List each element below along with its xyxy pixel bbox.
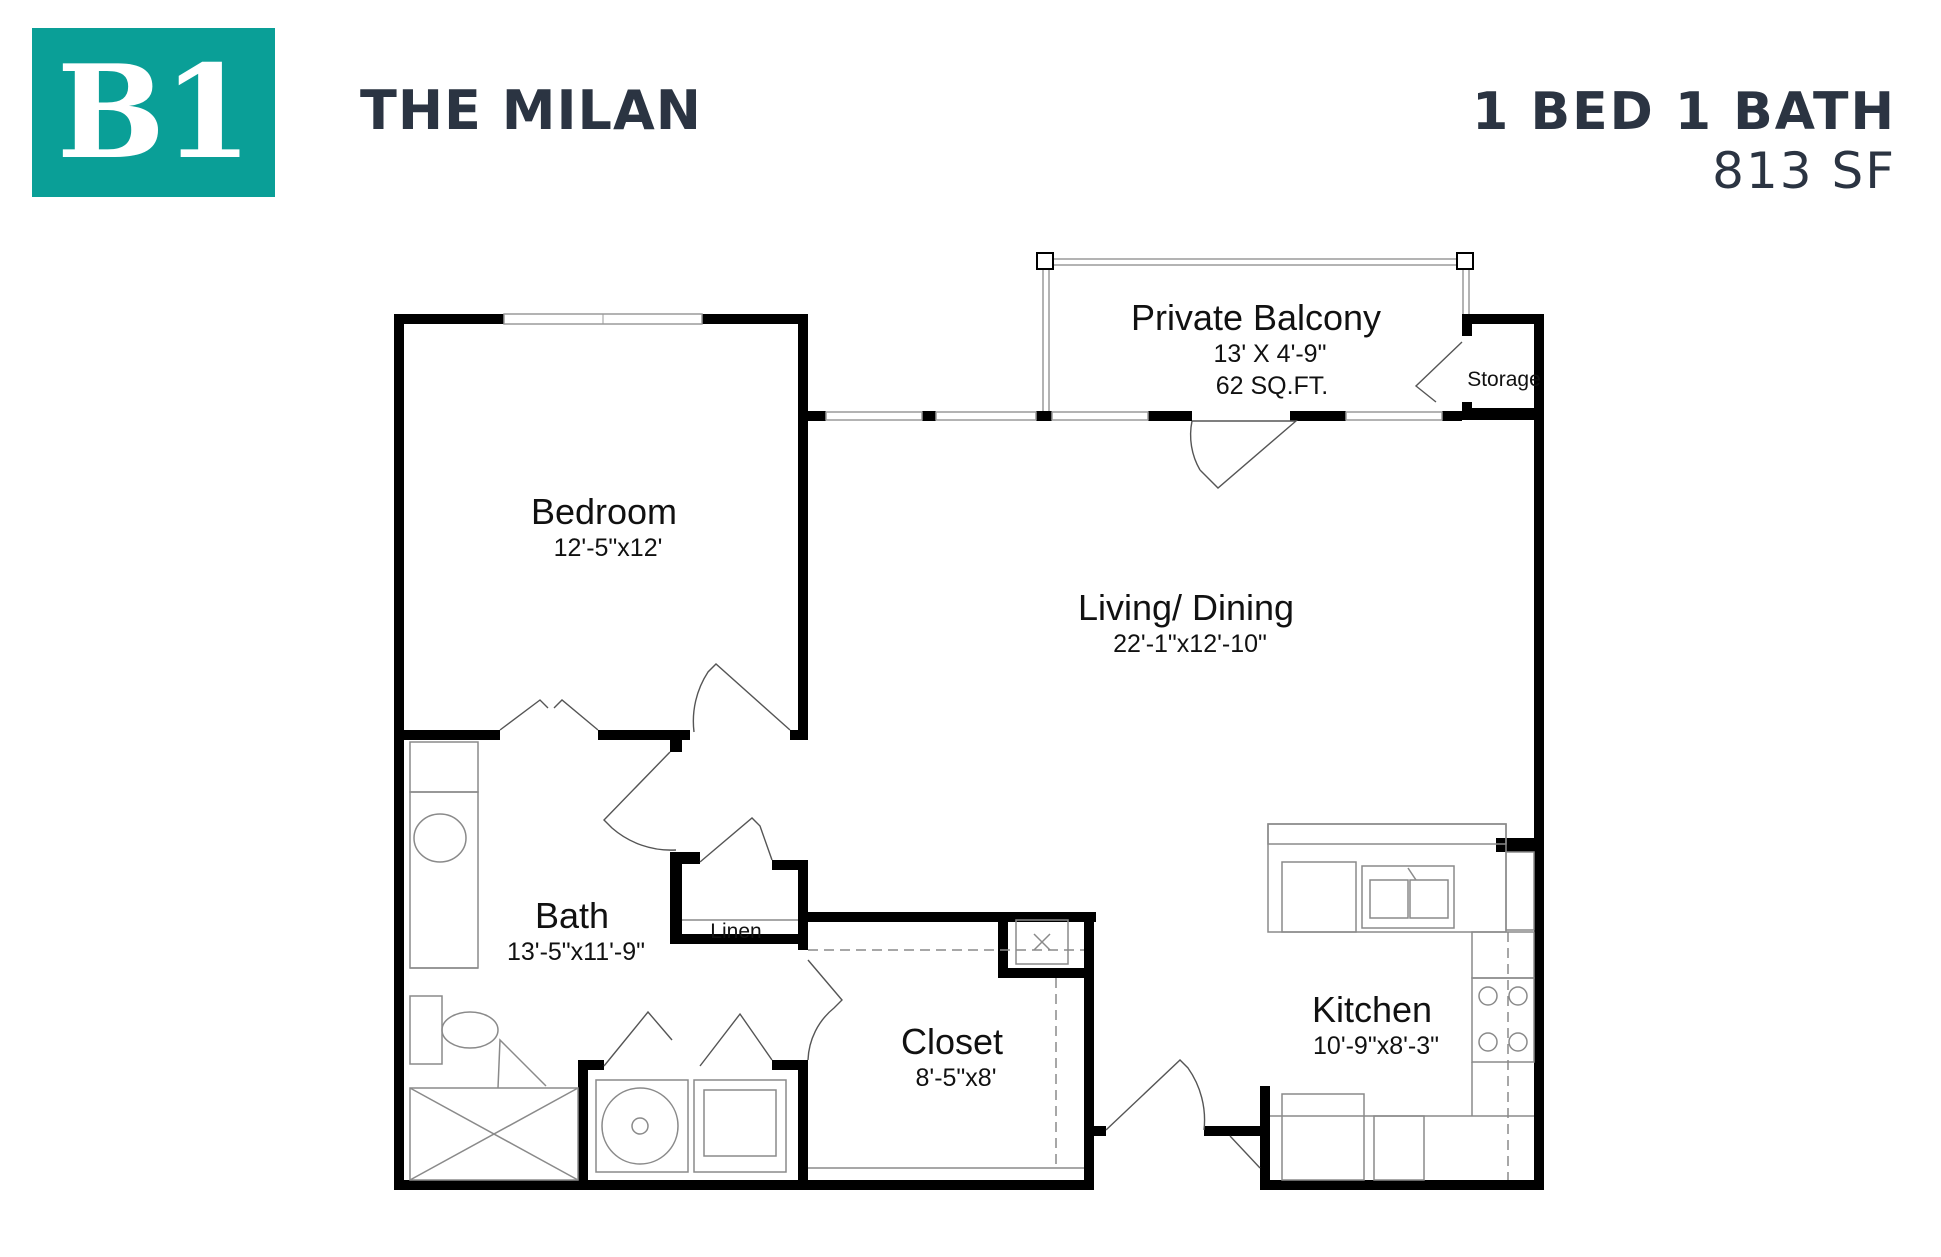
square-footage: 813 SF (1712, 142, 1896, 200)
dryer-icon (693, 1079, 787, 1173)
kitchen-fixtures (1267, 823, 1535, 1181)
closet-dimensions: 8'-5"x8' (916, 1064, 997, 1092)
water-heater-icon (1015, 919, 1069, 965)
living-dimensions: 22'-1"x12'-10" (1113, 630, 1267, 658)
toilet-tank-icon (409, 995, 443, 1065)
closet-name: Closet (901, 1021, 1003, 1062)
bath-sink-icon (413, 813, 467, 863)
plan-code: B1 (56, 37, 252, 188)
bath-fixtures (409, 741, 579, 1181)
laundry-fixtures (595, 1079, 787, 1173)
walls (394, 314, 1544, 1190)
range-icon (1471, 977, 1535, 1063)
shower-icon (409, 1087, 579, 1181)
kitchen-dimensions: 10'-9"x8'-3" (1313, 1032, 1439, 1060)
closet-fixtures (682, 919, 1084, 1169)
balcony-dimensions: 13' X 4'-9" (1214, 340, 1327, 368)
plan-badge: B1 (32, 28, 275, 197)
bed-bath-count: 1 BED 1 BATH (1472, 82, 1896, 142)
balcony-name: Private Balcony (1131, 297, 1381, 338)
living-name: Living/ Dining (1078, 587, 1294, 628)
doors (499, 341, 1463, 1169)
kitchen-name: Kitchen (1312, 989, 1432, 1030)
washer-icon (601, 1087, 679, 1165)
bedroom-name: Bedroom (531, 491, 677, 532)
bath-dimensions: 13'-5"x11'-9" (507, 938, 645, 966)
linen-label: Linen (710, 920, 761, 943)
bedroom-dimensions: 12'-5"x12' (554, 534, 663, 562)
fridge-icon (1281, 1093, 1365, 1181)
windows (503, 313, 1443, 421)
dishwasher-icon (1373, 1115, 1425, 1181)
toilet-bowl-icon (441, 1011, 499, 1049)
storage-label: Storage (1467, 368, 1541, 391)
bath-name: Bath (535, 895, 609, 936)
balcony-area: 62 SQ.FT. (1216, 372, 1329, 400)
plan-name: THE MILAN (360, 79, 702, 142)
kitchen-sink-icon (1361, 865, 1455, 929)
